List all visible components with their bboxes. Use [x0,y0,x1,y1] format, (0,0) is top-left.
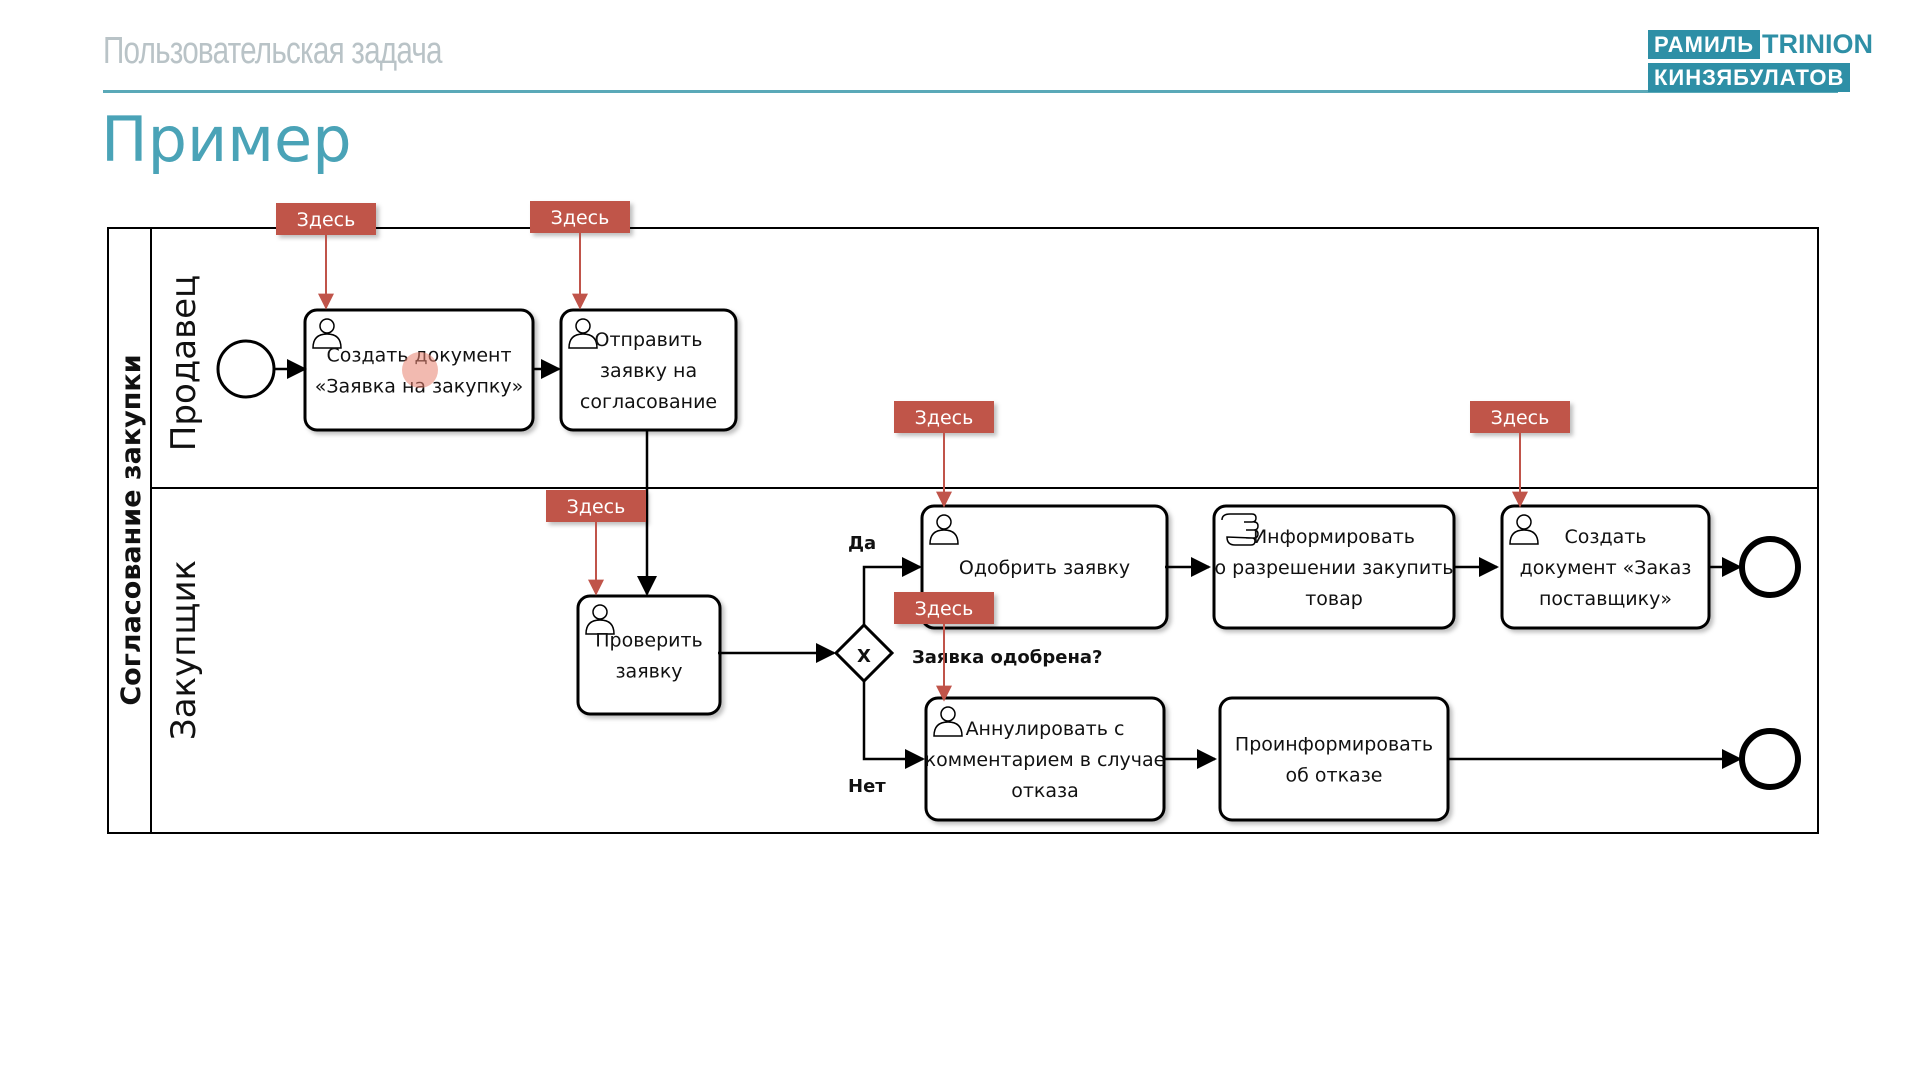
task-t5: Информировать о разрешении закупить товар [1212,504,1456,630]
here-label: Здесь [567,496,626,518]
task-label-line: поставщику» [1539,588,1672,610]
user-icon [929,514,959,545]
user-icon [585,604,615,635]
pool-frame [107,227,1819,834]
here-marker: Здесь [1470,401,1570,508]
here-marker: Здесь [276,203,376,310]
gateway-yes-label: Да [848,533,876,554]
here-marker: Здесь [530,201,630,310]
task-t8: Проинформировать об отказе [1218,696,1450,822]
task-label-line: Проинформировать [1235,734,1433,756]
header-rule [103,90,1838,93]
here-label: Здесь [551,207,610,229]
flow-gateway-no [862,681,925,769]
end-event-approved [1739,536,1801,598]
task-label-line: заявку [615,661,682,683]
task-box [1218,696,1450,822]
task-label-line: Создать [1564,526,1646,548]
here-label: Здесь [297,209,356,231]
gateway-symbol: X [857,646,871,667]
user-icon [1509,514,1539,545]
here-label: Здесь [1491,407,1550,429]
logo-surname: КИНЗЯБУЛАТОВ [1648,63,1851,92]
task-label-line: Аннулировать с [966,718,1125,740]
task-box [559,308,738,432]
task-label-line: заявку на [600,360,697,382]
logo-name: РАМИЛЬ [1648,30,1761,59]
user-icon [568,318,598,349]
here-marker: Здесь [894,592,994,702]
end-event-rejected [1739,728,1801,790]
task-label-line: товар [1305,588,1363,610]
lane-label-buyer: Закупщик [164,560,204,740]
task-box [576,594,722,716]
manual-hand-icon [1221,513,1259,546]
task-label-line: о разрешении закупить [1215,557,1454,579]
task-t7: Аннулировать с комментарием в случае отказ… [924,696,1166,822]
gateway-label: Заявка одобрена? [912,647,1102,668]
here-marker: Здесь [894,401,994,508]
user-icon [933,706,963,737]
task-label-line: документ «Заказ [1520,557,1692,579]
task-label-line: согласование [580,391,717,413]
user-icon [312,318,342,349]
task-t6: Создать документ «Заказ поставщику» [1500,504,1711,630]
slide-title: Пример [101,103,352,176]
task-t3: Проверить заявку [576,594,722,716]
cursor-highlight [402,352,438,388]
brand-logo: РАМИЛЬ TRINION КИНЗЯБУЛАТОВ [1648,30,1873,92]
task-label-line: Проверить [595,630,703,652]
start-event [216,339,276,399]
here-marker: Здесь [546,490,646,596]
logo-brand: TRINION [1762,29,1874,59]
pool-label: Согласование закупки [116,354,147,705]
flow-gateway-yes [862,557,922,625]
task-label-line: Одобрить заявку [959,557,1130,579]
task-t2: Отправить заявку на согласование [559,308,738,432]
here-label: Здесь [915,598,974,620]
slide-subtitle: Пользовательская задача [103,30,443,72]
exclusive-gateway: X [833,622,895,684]
task-label-line: отказа [1011,780,1079,802]
here-label: Здесь [915,407,974,429]
task-label-line: Отправить [595,329,703,351]
task-label-line: комментарием в случае [925,749,1166,771]
task-label-line: Информировать [1253,526,1415,548]
lane-label-seller: Продавец [164,275,204,451]
gateway-no-label: Нет [848,776,886,797]
task-label-line: об отказе [1286,765,1383,787]
